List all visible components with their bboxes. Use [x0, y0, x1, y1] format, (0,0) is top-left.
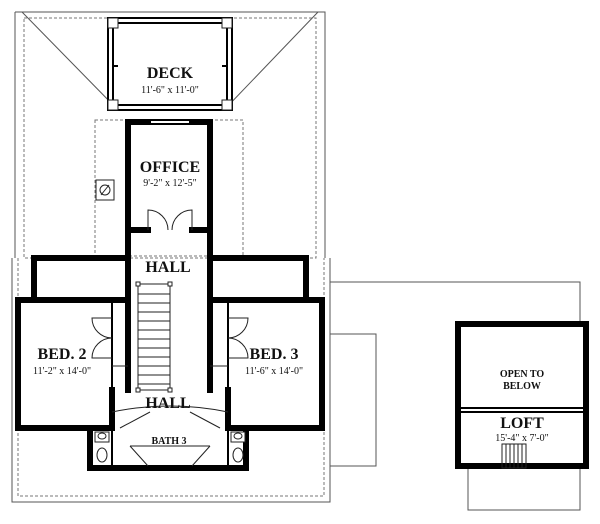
deck-dimensions: 11'-6" x 11'-0" — [141, 85, 199, 96]
hall-upper-label: HALL — [145, 259, 190, 276]
open-to-below-line2: BELOW — [503, 381, 541, 392]
deck-area — [107, 17, 233, 111]
office-door — [147, 209, 193, 231]
bath3-fixtures — [94, 405, 246, 468]
dryer-icon — [95, 179, 115, 201]
office-walls — [125, 119, 213, 261]
open-to-below-line1: OPEN TO — [500, 369, 545, 380]
bed3-doors — [210, 317, 249, 367]
office-dimensions: 9'-2" x 12'-5" — [143, 178, 196, 189]
loft-ladder — [501, 443, 527, 469]
office-label: OFFICE — [140, 159, 200, 176]
bed3-label: BED. 3 — [250, 346, 299, 363]
bath3-label: BATH 3 — [151, 436, 186, 447]
loft-label: LOFT — [500, 415, 544, 432]
bed3-dimensions: 11'-6" x 14'-0" — [245, 366, 303, 377]
bed2-doors — [91, 317, 128, 367]
bed2-dimensions: 11'-2" x 14'-0" — [33, 366, 91, 377]
loft-dimensions: 15'-4" x 7'-0" — [495, 433, 548, 444]
hall-walls — [31, 255, 309, 431]
staircase — [135, 281, 173, 393]
exterior-walls — [15, 255, 325, 471]
deck-label: DECK — [147, 65, 194, 82]
bed2-label: BED. 2 — [38, 346, 87, 363]
hall-lower-label: HALL — [145, 395, 190, 412]
